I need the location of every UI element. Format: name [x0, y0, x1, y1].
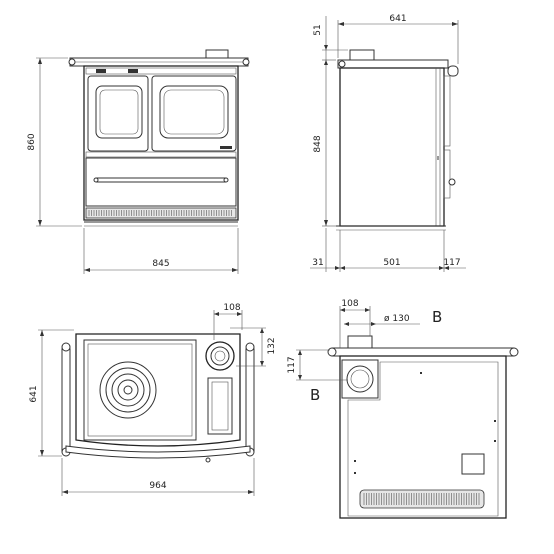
dim-side-bottom-left: 31 [312, 258, 323, 268]
front-flue-stub [205, 49, 229, 59]
label-view-b-side: B [310, 386, 320, 404]
top-front-rail [65, 445, 251, 459]
dim-side-width: 641 [389, 14, 406, 24]
top-flue-collar [205, 341, 235, 371]
oven-window [159, 85, 229, 139]
rear-top-plate [331, 347, 515, 357]
rear-body [339, 355, 507, 519]
firebox-window [95, 85, 143, 139]
firebox-door [87, 75, 149, 152]
dim-front-height: 860 [27, 133, 37, 150]
top-view: 108 132 641 964 [29, 303, 277, 496]
top-hob-plate [75, 333, 241, 447]
top-right-rail [245, 345, 255, 455]
label-view-b-top: B [432, 308, 442, 326]
dim-front-width: 845 [152, 259, 169, 269]
dim-top-flue-width: 108 [223, 303, 240, 313]
top-left-rail [61, 345, 71, 455]
top-water-reservoir [207, 377, 233, 435]
side-body [339, 67, 445, 227]
side-top-plate [337, 59, 449, 69]
dim-side-height: 848 [313, 135, 323, 152]
dim-side-bottom-mid: 501 [383, 258, 400, 268]
dim-top-depth: 641 [29, 385, 39, 402]
dim-side-top: 51 [313, 24, 323, 35]
rear-flue-outlet [346, 365, 374, 393]
side-flue-stub [349, 49, 375, 61]
dim-rear-flue-width: 108 [341, 299, 358, 309]
front-view: 860 845 [27, 49, 250, 274]
dim-side-bottom-right: 117 [443, 258, 460, 268]
front-body [83, 65, 239, 221]
oven-door [151, 75, 237, 152]
front-plinth-grille [85, 207, 237, 219]
dim-rear-flue-diameter: ø 130 [384, 314, 410, 324]
side-view: 641 51 848 31 501 117 [310, 14, 466, 272]
hob-rings [99, 361, 157, 419]
dim-rear-flue-height: 117 [287, 356, 297, 373]
side-rail-knob [447, 65, 459, 77]
rear-grille [359, 489, 485, 509]
dim-top-width: 964 [149, 481, 166, 491]
dim-top-flue-height: 132 [267, 337, 277, 354]
rear-access-panel [461, 453, 485, 475]
front-drawer [85, 157, 237, 207]
rear-view: 108 ø 130 117 B B [287, 299, 519, 519]
